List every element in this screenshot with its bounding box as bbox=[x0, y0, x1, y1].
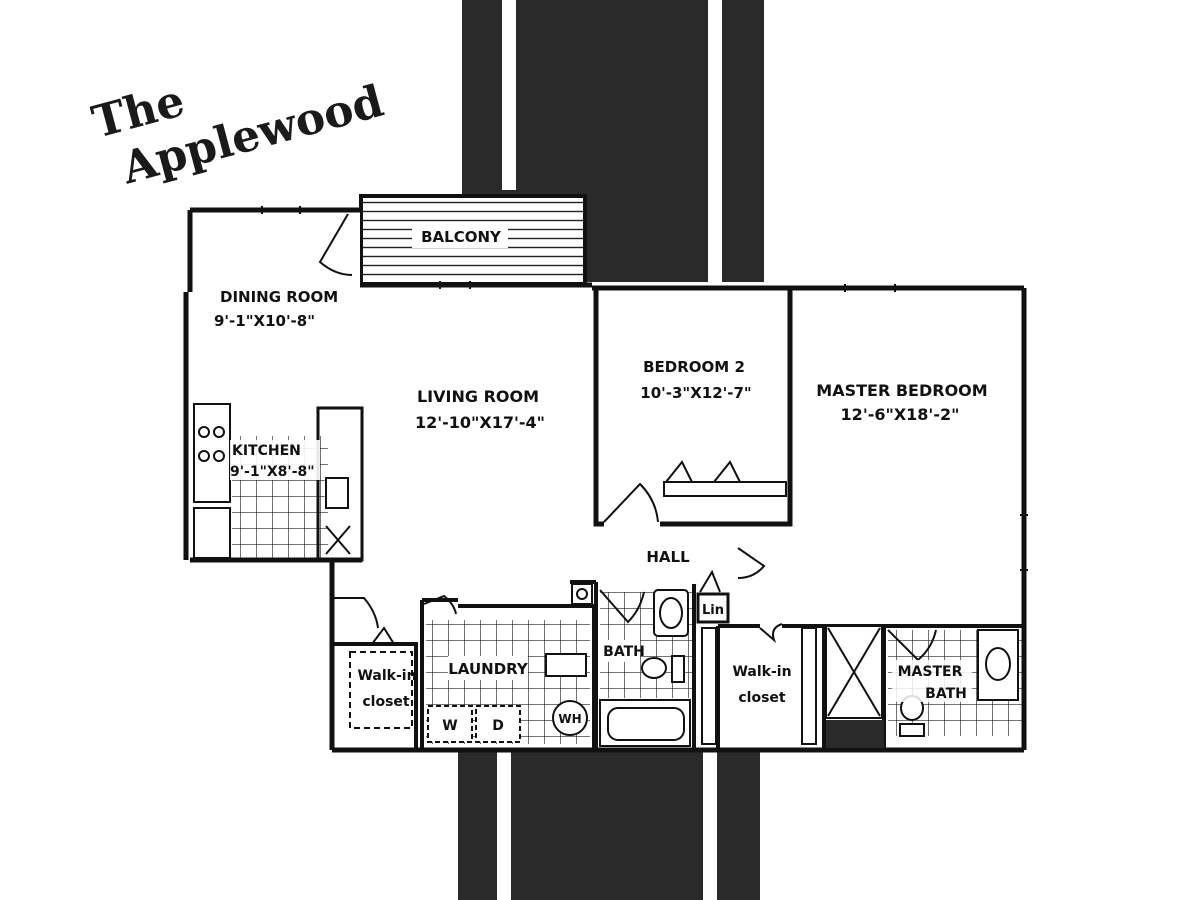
kitchen: KITCHEN 9'-1"X8'-8" bbox=[193, 403, 364, 562]
linen-closet: Lin bbox=[696, 569, 730, 624]
bedroom-2-label: BEDROOM 2 bbox=[643, 358, 745, 376]
walk-in-closet-2-label-line1: Walk-in bbox=[732, 664, 791, 680]
bath: BATH bbox=[570, 580, 696, 750]
dryer bbox=[475, 705, 521, 743]
window-marks bbox=[261, 206, 1028, 571]
walk-in-closet-1-label-line1: Walk-in bbox=[357, 668, 416, 684]
walk-in-closet-2: Walk-in closet bbox=[701, 623, 826, 750]
walk-in-closet-2-label-line2: closet bbox=[738, 690, 786, 706]
dryer-label: D bbox=[492, 718, 504, 734]
exterior-walls bbox=[183, 207, 1027, 753]
balcony-label: BALCONY bbox=[421, 228, 502, 246]
living-room-dims: 12'-10"X17'-4" bbox=[415, 413, 545, 432]
walk-in-closet-1: Walk-in closet bbox=[334, 597, 418, 750]
master-bedroom-dims: 12'-6"X18'-2" bbox=[841, 405, 960, 424]
master-bath-label-line2: BATH bbox=[925, 686, 967, 702]
dining-room-label: DINING ROOM bbox=[220, 288, 338, 306]
dining-balcony-door bbox=[318, 213, 353, 276]
hall-door bbox=[737, 547, 766, 579]
walk-in-closet-1-label-line2: closet bbox=[362, 694, 410, 710]
hall-label: HALL bbox=[646, 548, 690, 566]
dark-band-bottom bbox=[458, 752, 760, 900]
water-heater bbox=[552, 700, 588, 736]
water-heater-label: WH bbox=[558, 712, 581, 726]
linen-label: Lin bbox=[702, 603, 724, 618]
washer-label: W bbox=[442, 718, 457, 734]
master-bath-label-line1: MASTER bbox=[898, 664, 963, 680]
kitchen-label: KITCHEN bbox=[232, 443, 301, 459]
bedroom-2-dims: 10'-3"X12'-7" bbox=[640, 384, 751, 402]
master-bedroom-label: MASTER BEDROOM bbox=[816, 381, 987, 400]
plan-title: The Applewood bbox=[87, 75, 389, 194]
master-bath: MASTER BATH bbox=[824, 624, 1024, 750]
laundry: W D WH LAUNDRY bbox=[420, 594, 596, 750]
laundry-label: LAUNDRY bbox=[448, 660, 529, 678]
dining-room-dims: 9'-1"X10'-8" bbox=[214, 312, 315, 330]
living-room-label: LIVING ROOM bbox=[417, 387, 539, 406]
balcony: BALCONY bbox=[359, 194, 587, 286]
bedroom-2: BEDROOM 2 10'-3"X12'-7" bbox=[593, 290, 793, 527]
washer bbox=[427, 705, 473, 743]
kitchen-dims: 9'-1"X8'-8" bbox=[230, 464, 315, 480]
bath-label: BATH bbox=[603, 644, 645, 660]
